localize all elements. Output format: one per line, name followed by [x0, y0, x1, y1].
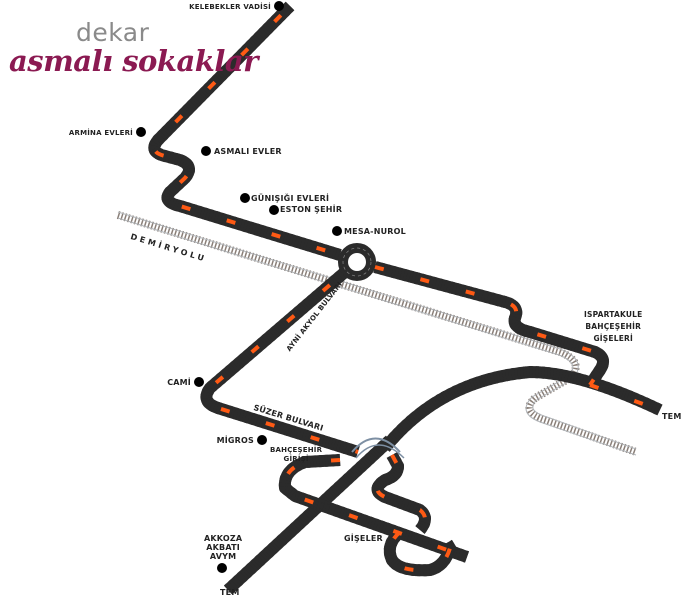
- place-asmali-evler: ASMALI EVLER: [214, 147, 282, 156]
- place-marker: [201, 146, 211, 156]
- direction-arrows: [152, 4, 661, 573]
- ispartakule-road: [373, 261, 609, 389]
- place-migros: MİGROS: [216, 436, 254, 445]
- place-marker: [240, 193, 250, 203]
- road-label-giseler: GİŞELER: [344, 534, 383, 543]
- label-line: AVYM: [209, 552, 237, 561]
- road-label-ispartakule-bahcesehir-giseleri: ISPARTAKULE BAHÇEŞEHİR GİŞELERİ: [584, 309, 642, 345]
- brand-company: dekar: [76, 18, 150, 47]
- label-line: GİŞELERİ: [593, 334, 633, 343]
- place-marker: [136, 127, 146, 137]
- label-line: AKKOZA: [204, 534, 243, 543]
- place-marker: [269, 205, 279, 215]
- lane-markings: [154, 6, 660, 590]
- label-line: ISPARTAKULE: [584, 310, 643, 319]
- road-label-tem-east: TEM: [662, 412, 682, 421]
- place-mesa-nurol: MESA-NUROL: [344, 227, 406, 236]
- place-marker: [257, 435, 267, 445]
- brand-project-logo: asmalı sokaklar: [9, 44, 258, 78]
- place-eston-sehir: ESTON ŞEHİR: [280, 205, 343, 214]
- place-marker: [332, 226, 342, 236]
- place-cami: CAMİ: [167, 378, 191, 387]
- road-label-bahcesehir-girisi: BAHÇEŞEHİR GİRİŞİ: [270, 446, 322, 464]
- place-marker: [274, 1, 284, 11]
- label-line: AKBATI: [206, 543, 240, 552]
- railway: [116, 211, 638, 456]
- place-akkoza-akbati-avym: AKKOZA AKBATI AVYM: [204, 534, 242, 561]
- bridge: [351, 437, 405, 459]
- place-marker: [194, 377, 204, 387]
- place-armina-evleri: ARMİNA EVLERİ: [68, 129, 133, 137]
- place-kelebekler-vadisi: KELEBEKLER VADİSİ: [189, 3, 271, 11]
- label-line: BAHÇEŞEHİR: [270, 446, 323, 454]
- label-line: BAHÇEŞEHİR: [585, 322, 642, 331]
- place-marker: [217, 563, 227, 573]
- roundabout-lane: [342, 247, 372, 277]
- label-line: GİRİŞİ: [283, 455, 309, 463]
- road-label-tem-south: TEM: [220, 588, 240, 597]
- place-gunisigi-evleri: GÜNIŞIĞI EVLERİ: [251, 194, 330, 203]
